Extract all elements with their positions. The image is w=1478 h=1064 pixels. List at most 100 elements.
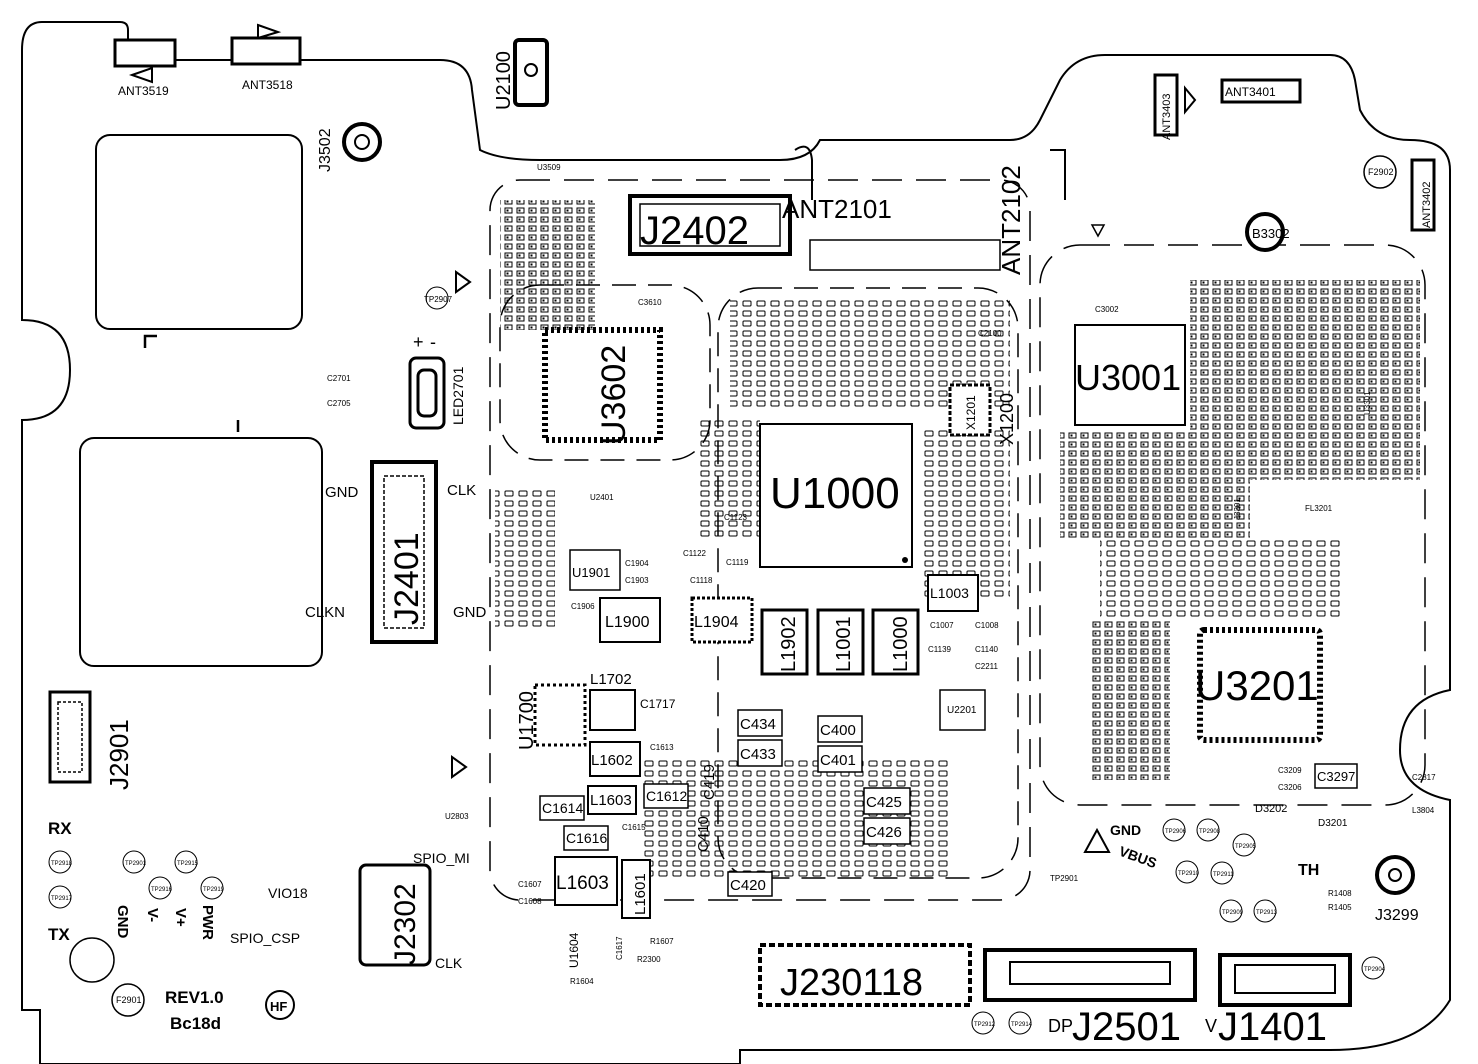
testpoint [1219,899,1243,923]
testpoint [1361,956,1385,980]
ant3403-label: ANT3403 [1161,94,1173,140]
component-field-b [920,430,1010,600]
x1200-label: X1200 [997,393,1017,445]
ant3518-pad [230,36,302,66]
x1201-label: X1201 [964,395,978,430]
hf-mark [265,990,295,1020]
component-field-h [500,200,595,330]
c1617-label: C1617 [615,936,624,960]
fiducial-f2902-label: F2902 [1368,167,1394,177]
u1000-body [759,423,913,568]
tp-label: TP2913 [1256,910,1278,916]
j3299-coax [1375,855,1415,895]
c401-label: C401 [820,752,856,769]
testpoint [148,876,172,900]
ant3403-arrow [1184,85,1197,115]
ant2101-pads [809,239,1001,271]
c3209-label: C3209 [1278,766,1302,775]
component-field-e [1100,540,1340,620]
c1616-label: C1616 [566,830,607,846]
j2501-inner [1009,961,1171,985]
l1702-label: L1702 [590,671,632,688]
tp-label: TP2914 [1011,1022,1033,1028]
l1904-body [690,596,754,644]
signal-spio-csp: SPIO_CSP [230,930,300,946]
j1401-inner [1234,964,1336,994]
j2901-body [48,690,92,784]
c1616-body [563,825,609,851]
ant-trace [794,145,1066,200]
l1601-label: L1601 [632,873,649,915]
l1603a-label: L1603 [590,792,632,809]
board-code: Bc18d [170,1014,221,1033]
test-points [48,286,1385,1035]
j1401-prefix: V [1205,1016,1217,1036]
l1702-body [589,689,636,731]
u1901-label: U1901 [572,565,610,580]
c1008-label: C1008 [975,621,999,630]
board-revision: REV1.0 [165,988,224,1007]
shield-frame-u3602 [499,284,711,461]
u1000-pin1-dot [902,557,908,563]
testpoint [1175,860,1199,884]
c425-body [863,787,911,815]
testpoint [1232,833,1256,857]
c400-body [817,715,863,743]
signal-vbus: VBUS [1117,843,1159,871]
j3299-label: J3299 [1375,907,1419,924]
component-field-d [1190,280,1420,480]
ant3401-label: ANT3401 [1225,85,1276,99]
signal-tx: TX [48,925,70,944]
c1119-label: C1119 [726,558,749,567]
c1122-label: C1122 [683,549,707,558]
ant2102-label: ANT2102 [996,165,1026,275]
j3502-label: J3502 [317,128,334,172]
c3206-label: C3206 [1278,783,1302,792]
c1140-label: C1140 [975,645,999,654]
j2402-body [628,194,792,256]
testpoint [200,876,224,900]
u1901-body [569,549,621,591]
u2100-body [513,38,549,107]
c1614-label: C1614 [542,800,583,816]
l1601-body [621,859,651,919]
j2402-label: J2402 [640,209,749,253]
component-field-g [495,490,555,630]
tp-label: TP2909 [1222,910,1244,916]
tp2907-label: TP2907 [424,295,453,304]
signal-gnd-v: GND [114,905,131,939]
ant3403-pad [1153,73,1179,137]
c426-label: C426 [866,824,902,841]
c426-body [863,817,911,845]
u3509-label: U3509 [537,163,561,172]
ant3519-arrow [128,66,153,84]
signal-gnd-vbus: GND [1110,822,1141,838]
c1139-label: C1139 [928,645,952,654]
component-field-j [700,420,760,540]
tp2901-label: TP2901 [1050,874,1079,883]
j2401-inner [383,475,425,629]
l1603b-body [554,856,618,906]
tp-label: TP2911 [1213,872,1234,878]
b3302-label: B3302 [1252,226,1290,241]
mounting-hole-bottom-left [69,937,115,983]
c419-label: C419 [701,764,718,800]
c420-label: C420 [730,877,766,894]
c401-body [817,745,863,773]
tp-label: TP2906 [1165,829,1187,835]
ant3401-pad [1220,78,1302,104]
tp-label: TP2915 [177,861,199,867]
shield-frame-right [1039,244,1426,806]
u3602-label: U3602 [595,345,633,445]
u3001-label: U3001 [1075,357,1181,398]
testpoint [1008,1011,1032,1035]
r2300-label: R2300 [637,955,661,964]
j3502-coax-center [354,134,370,150]
ant3402-label: ANT3402 [1421,182,1433,228]
c400-label: C400 [820,722,856,739]
u2201-body [939,689,986,731]
tp-label: TP2919 [203,887,225,893]
j2401-body [370,460,438,644]
c3610-label: C3610 [638,298,662,307]
testpoint [174,850,198,874]
